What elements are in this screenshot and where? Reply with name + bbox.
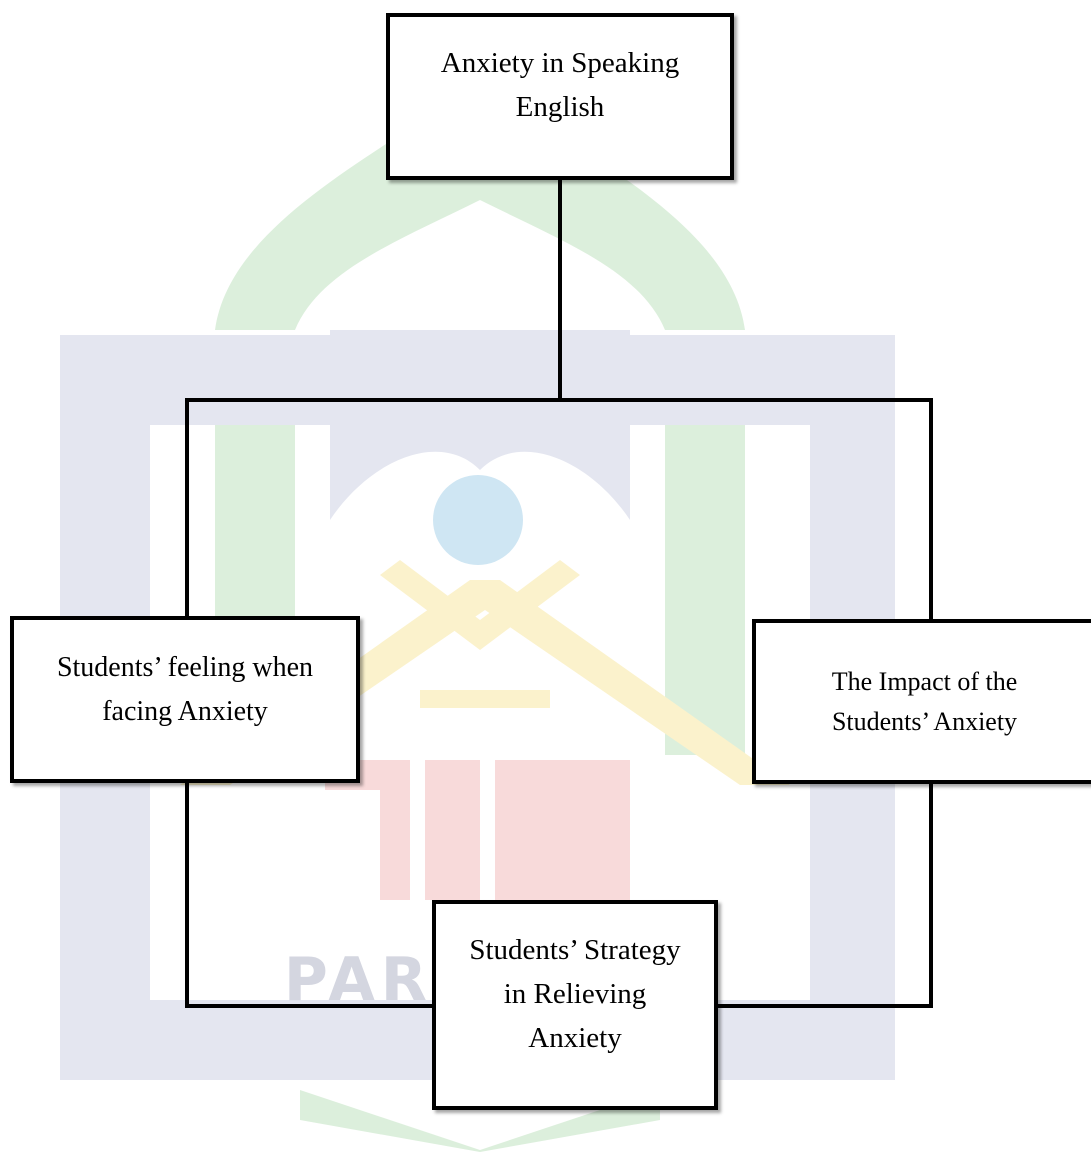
students-feeling-label: Students’ feeling when facing Anxiety <box>56 652 314 727</box>
watermark-letters <box>325 760 630 900</box>
watermark-pillar-right <box>665 425 745 755</box>
impact-label: The Impact of the Students’ Anxiety <box>831 666 1018 736</box>
strategy-node: Students’ Strategy in Relieving Anxiety <box>432 900 718 1110</box>
watermark-dome <box>215 80 745 330</box>
students-feeling-node: Students’ feeling when facing Anxiety <box>10 616 360 783</box>
root-node: Anxiety in Speaking English <box>386 13 734 180</box>
root-node-label: Anxiety in Speaking English <box>440 47 680 123</box>
watermark-book <box>330 330 630 520</box>
watermark-globe <box>433 475 523 565</box>
watermark-chevron <box>300 1090 660 1152</box>
strategy-label: Students’ Strategy in Relieving Anxiety <box>469 934 681 1054</box>
impact-node: The Impact of the Students’ Anxiety <box>752 619 1091 784</box>
